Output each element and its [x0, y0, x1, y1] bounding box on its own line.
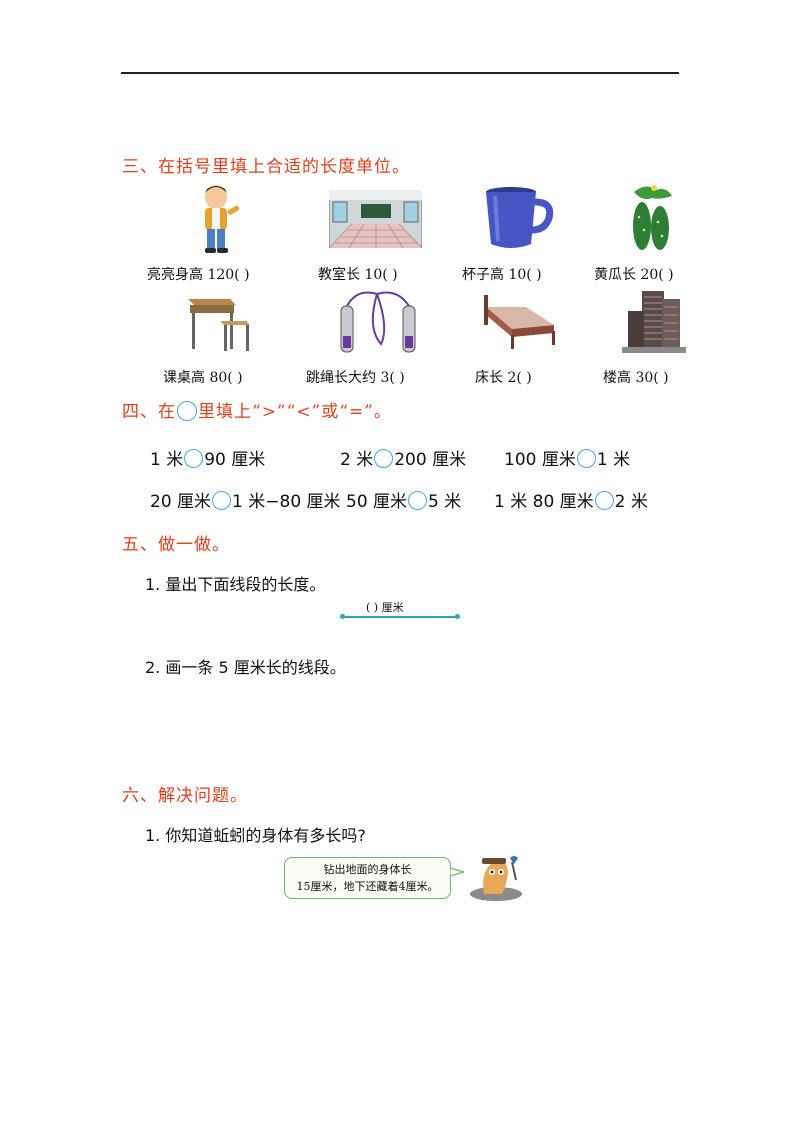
compare-right: 90 厘米	[204, 450, 266, 470]
compare-right: 5 米	[428, 492, 462, 512]
segment-label: ( ) 厘米	[366, 601, 404, 614]
bubble-tail-icon	[450, 867, 464, 877]
unit-item-rope: 跳绳长大约 3( )	[306, 370, 405, 386]
building-icon	[622, 291, 686, 353]
compare-right: 1 米	[596, 450, 631, 470]
bubble-line-1: 钻出地面的身体长	[323, 863, 412, 876]
compare-item-2: 2 米 200 厘米	[340, 445, 466, 470]
compare-circle[interactable]	[374, 449, 394, 468]
classroom-icon	[329, 190, 422, 248]
line-segment	[342, 616, 458, 618]
compare-left: 1 米	[150, 450, 184, 470]
unit-item-classroom: 教室长 10( )	[318, 267, 398, 283]
bubble-line-2: 15厘米，地下还藏着4厘米。	[296, 880, 439, 893]
desk-icon	[188, 299, 250, 351]
compare-circle[interactable]	[594, 491, 614, 510]
compare-circle[interactable]	[576, 449, 596, 468]
compare-item-5: 50 厘米 5 米	[346, 487, 461, 512]
task-measure: 1. 量出下面线段的长度。	[145, 575, 326, 594]
bed-icon	[484, 295, 555, 349]
section-6-title: 六、解决问题。	[122, 786, 248, 806]
segment-endpoint-right	[455, 614, 460, 619]
compare-left: 2 米	[340, 450, 374, 470]
compare-left: 100 厘米	[504, 450, 576, 470]
unit-item-cucumber: 黄瓜长 20( )	[594, 267, 674, 283]
boy-icon	[205, 185, 240, 253]
circle-icon	[177, 401, 197, 421]
task-draw: 2. 画一条 5 厘米长的线段。	[145, 658, 346, 677]
compare-left: 1 米 80 厘米	[494, 492, 594, 512]
top-rule	[121, 72, 679, 74]
cup-icon	[486, 187, 554, 248]
section-4-title-pre: 四、在	[122, 402, 176, 422]
compare-left: 50 厘米	[346, 492, 408, 512]
unit-item-building: 楼高 30( )	[603, 370, 669, 386]
problem-earthworm: 1. 你知道蚯蚓的身体有多长吗?	[145, 826, 366, 845]
compare-item-6: 1 米 80 厘米 2 米	[494, 487, 648, 512]
compare-circle[interactable]	[408, 491, 428, 510]
compare-item-3: 100 厘米 1 米	[504, 445, 630, 470]
unit-item-height: 亮亮身高 120( )	[147, 267, 250, 283]
compare-circle[interactable]	[184, 449, 204, 468]
compare-item-4: 20 厘米 1 米−80 厘米	[150, 487, 341, 512]
compare-item-1: 1 米 90 厘米	[150, 445, 265, 470]
compare-right: 1 米−80 厘米	[232, 492, 341, 512]
jump-rope-icon	[340, 291, 416, 353]
unit-item-bed: 床长 2( )	[475, 370, 532, 386]
earthworm-icon	[470, 856, 522, 901]
compare-left: 20 厘米	[150, 492, 212, 512]
compare-right: 2 米	[614, 492, 648, 512]
compare-circle[interactable]	[212, 491, 232, 510]
segment-endpoint-left	[340, 614, 345, 619]
section-5-title: 五、做一做。	[122, 535, 230, 555]
cucumber-icon	[633, 185, 672, 250]
unit-item-desk: 课桌高 80( )	[163, 370, 243, 386]
section-4-title-post: 里填上“>”“<”或“=”。	[198, 402, 392, 422]
unit-item-cup: 杯子高 10( )	[462, 267, 542, 283]
section-3-title: 三、在括号里填上合适的长度单位。	[122, 157, 410, 177]
compare-right: 200 厘米	[394, 450, 467, 470]
speech-bubble: 钻出地面的身体长 15厘米，地下还藏着4厘米。	[284, 857, 451, 899]
section-4-title: 四、在 里填上“>”“<”或“=”。	[122, 397, 392, 422]
